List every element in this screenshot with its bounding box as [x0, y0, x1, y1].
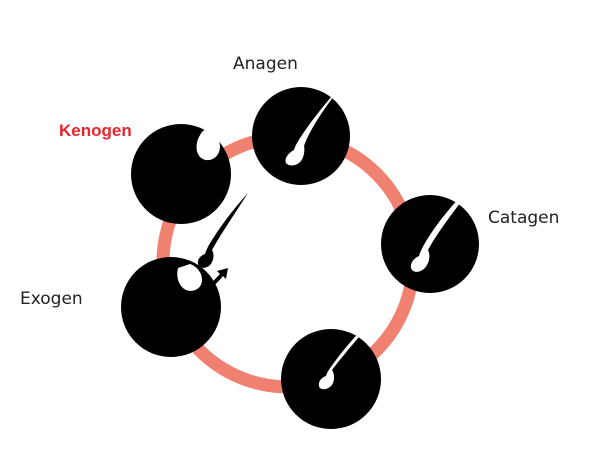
label-kenogen: Kenogen	[59, 121, 132, 140]
label-anagen: Anagen	[233, 54, 298, 74]
hair-strand-icon	[285, 78, 348, 166]
hair-strand-icon	[318, 314, 378, 390]
hair-strand-icon	[410, 180, 477, 272]
label-exogen: Exogen	[20, 289, 83, 309]
exit-arrow-icon	[206, 268, 228, 290]
follicle-catagen	[381, 180, 479, 293]
follicle-telogen	[281, 314, 381, 429]
follicle-opening	[177, 264, 202, 291]
follicle-exogen	[121, 193, 248, 357]
follicle-kenogen	[131, 124, 231, 224]
shedding-hair-icon	[197, 193, 248, 268]
follicle-anagen	[252, 78, 350, 185]
label-catagen: Catagen	[488, 208, 560, 228]
empty-follicle-notch	[196, 130, 220, 161]
